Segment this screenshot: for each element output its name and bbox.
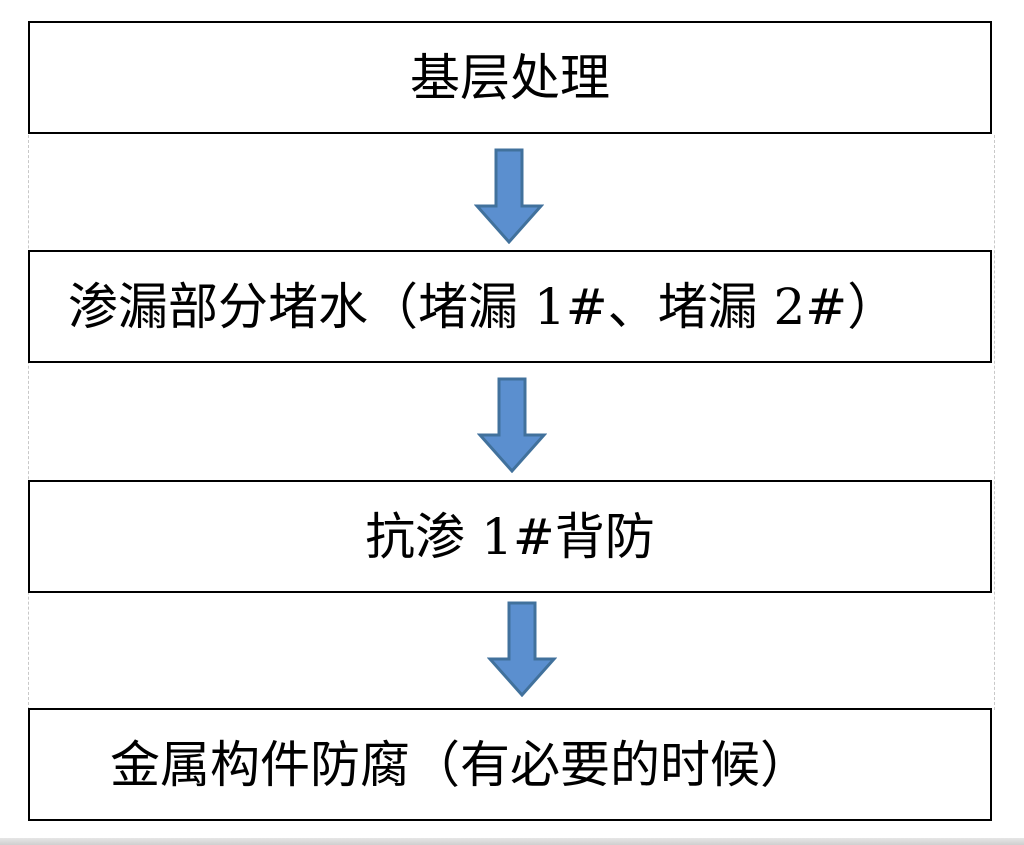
- step-box-1: 基层处理: [28, 21, 992, 134]
- step-box-4: 金属构件防腐（有必要的时候）: [28, 708, 992, 821]
- down-arrow-icon: [487, 601, 557, 697]
- step-box-3: 抗渗 1#背防: [28, 480, 992, 593]
- step-label-4: 金属构件防腐（有必要的时候）: [110, 735, 810, 794]
- step-label-3: 抗渗 1#背防: [365, 507, 655, 566]
- down-arrow-icon: [477, 377, 547, 473]
- down-arrow-icon: [474, 148, 544, 244]
- right-guide-line: [994, 135, 995, 710]
- bottom-edge-strip: [0, 838, 1024, 845]
- step-label-2: 渗漏部分堵水（堵漏 1#、堵漏 2#）: [68, 277, 898, 336]
- left-guide-line: [28, 135, 29, 710]
- step-box-2: 渗漏部分堵水（堵漏 1#、堵漏 2#）: [28, 250, 992, 363]
- step-label-1: 基层处理: [410, 48, 610, 107]
